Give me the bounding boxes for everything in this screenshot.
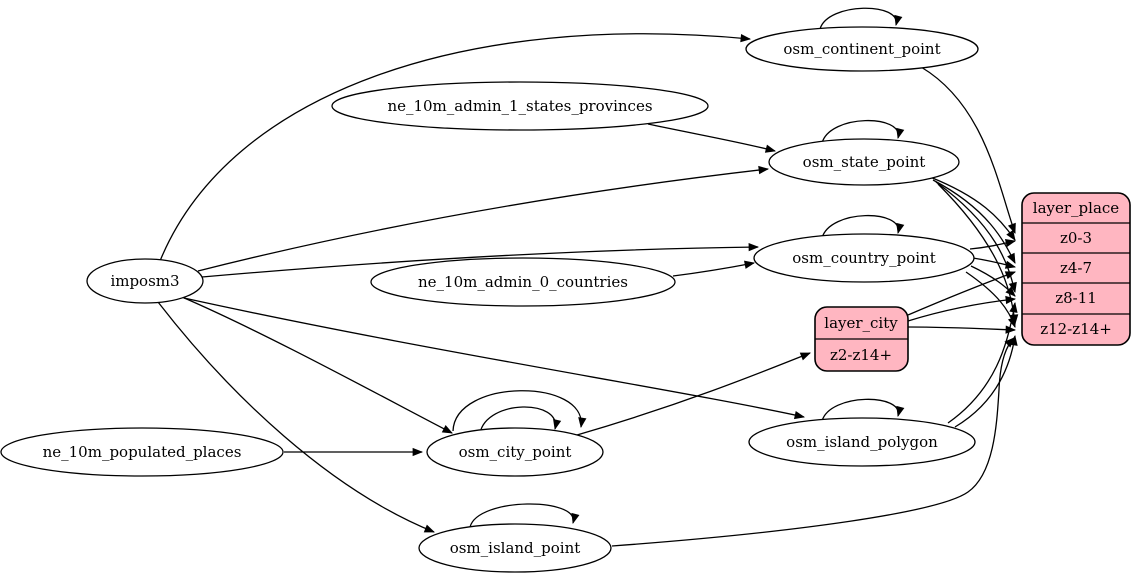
- edge-osm-state-point-to-layer-place-z12-z14: [937, 183, 1019, 326]
- node-layer-place-title: layer_place: [1033, 199, 1120, 217]
- node-ne-10m-populated-places-label: ne_10m_populated_places: [43, 443, 242, 461]
- edge-osm-island-polygon-to-layer-place-z8-11: [947, 301, 1018, 424]
- edge-imposm3-to-osm-state-point: [197, 165, 770, 272]
- edge-osm-city-point-to-layer-city-z2-z14: [576, 352, 811, 436]
- edge-imposm3-to-osm-city-point: [181, 296, 453, 434]
- edge-layer-city-to-layer-place-z12-z14: [907, 325, 1017, 334]
- edge-imposm3-to-osm-country-point: [201, 242, 760, 278]
- node-ne-10m-populated-places: ne_10m_populated_places: [0, 427, 284, 477]
- self-loop-osm-city-point-outer: [452, 390, 587, 432]
- edge-imposm3-to-osm-continent-point: [159, 33, 752, 262]
- node-layer-city-row-z2-z14: z2-z14+: [830, 346, 892, 364]
- edge-osm-island-point-to-layer-place-z12-z14: [611, 337, 1015, 547]
- node-layer-city: layer_city z2-z14+: [814, 306, 909, 372]
- edge-layer-city-to-layer-place-z4-7: [907, 271, 1016, 316]
- edge-osm-continent-point-to-layer-place-z0-3: [920, 66, 1016, 234]
- self-loop-osm-state-point: [821, 119, 905, 144]
- edge-imposm3-to-osm-island-point: [157, 301, 435, 533]
- node-layer-place-row-z0-3: z0-3: [1060, 229, 1092, 247]
- node-osm-island-point-label: osm_island_point: [450, 539, 581, 557]
- edge-layer-city-to-layer-place-z8-11: [907, 295, 1017, 322]
- edge-osm-country-point-to-layer-place-z0-3: [969, 239, 1017, 250]
- node-layer-place-row-z8-11: z8-11: [1055, 289, 1097, 307]
- edge-osm-state-point-to-layer-place-z0-3: [929, 176, 1016, 241]
- node-osm-island-polygon-label: osm_island_polygon: [786, 433, 938, 451]
- node-osm-city-point-label: osm_city_point: [459, 443, 572, 461]
- node-osm-continent-point: osm_continent_point: [745, 26, 979, 72]
- node-osm-continent-point-label: osm_continent_point: [783, 40, 940, 58]
- node-osm-island-polygon: osm_island_polygon: [748, 417, 976, 467]
- self-loop-osm-city-point-inner: [479, 406, 562, 434]
- edge-osm-country-point-to-layer-place-z4-7: [972, 257, 1017, 269]
- edge-osm-state-point-to-layer-place-z4-7: [932, 179, 1016, 264]
- edges-group: [157, 7, 1019, 547]
- node-osm-country-point-label: osm_country_point: [792, 249, 936, 267]
- edge-osm-state-point-to-layer-place-z8-11: [935, 181, 1017, 294]
- node-layer-city-title: layer_city: [824, 314, 898, 332]
- edge-ne-10m-admin-0-countries-to-osm-country-point: [672, 260, 756, 277]
- self-loop-osm-continent-point: [819, 7, 903, 30]
- node-osm-island-point: osm_island_point: [418, 523, 612, 573]
- self-loop-osm-island-polygon: [821, 398, 905, 422]
- edge-osm-country-point-to-layer-place-z8-11: [970, 265, 1016, 297]
- node-layer-place-row-z12-z14: z12-z14+: [1040, 320, 1112, 338]
- node-imposm3: imposm3: [86, 258, 204, 304]
- node-layer-place-row-z4-7: z4-7: [1060, 259, 1092, 277]
- edge-osm-country-point-to-layer-place-z12-z14: [965, 271, 1016, 328]
- node-osm-country-point: osm_country_point: [753, 233, 975, 283]
- node-osm-city-point: osm_city_point: [426, 427, 604, 477]
- node-layer-place: layer_place z0-3 z4-7 z8-11 z12-z14+: [1021, 192, 1131, 346]
- edge-imposm3-to-osm-island-polygon: [183, 297, 806, 420]
- nodes-group: imposm3 ne_10m_admin_1_states_provinces …: [0, 26, 1131, 573]
- self-loop-osm-island-point: [469, 503, 580, 528]
- edge-ne-10m-admin-1-states-provinces-to-osm-state-point: [647, 123, 777, 153]
- node-osm-state-point: osm_state_point: [768, 138, 960, 186]
- node-ne-10m-admin-1-states-provinces-label: ne_10m_admin_1_states_provinces: [387, 97, 652, 115]
- node-imposm3-label: imposm3: [110, 272, 179, 290]
- node-osm-state-point-label: osm_state_point: [803, 153, 926, 171]
- node-ne-10m-admin-0-countries-label: ne_10m_admin_0_countries: [418, 273, 628, 291]
- node-ne-10m-admin-0-countries: ne_10m_admin_0_countries: [370, 257, 676, 307]
- self-loop-osm-country-point: [821, 214, 905, 239]
- node-ne-10m-admin-1-states-provinces: ne_10m_admin_1_states_provinces: [331, 81, 709, 131]
